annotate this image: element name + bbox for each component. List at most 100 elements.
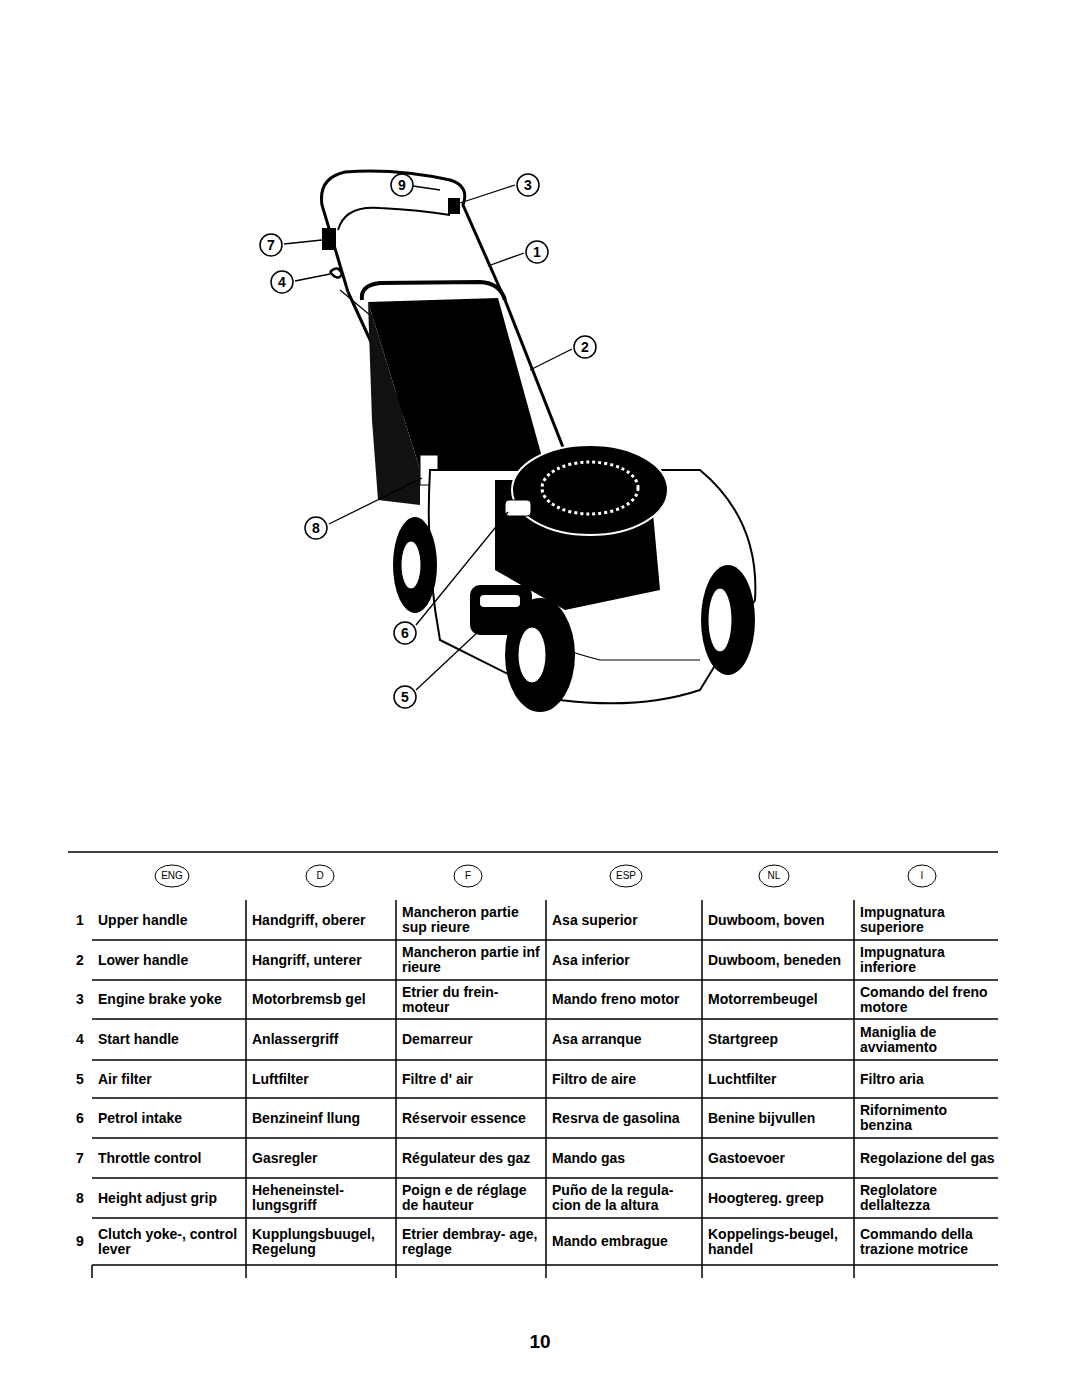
callout-number: 1 <box>526 241 548 263</box>
table-cell: Demarreur <box>402 1020 544 1059</box>
table-cell: Gasregler <box>252 1139 394 1177</box>
table-cell: Filtro de aire <box>552 1061 700 1097</box>
leader <box>416 630 480 690</box>
rear-hub <box>401 541 421 589</box>
grass-bag-side <box>368 302 420 505</box>
table-rule <box>68 851 998 853</box>
table-cell: Duwboom, beneden <box>708 941 852 979</box>
upper-handle <box>321 171 505 300</box>
leader <box>295 274 330 281</box>
label-text: 7 <box>267 238 275 252</box>
label-text: Impugnatura superiore <box>860 905 996 935</box>
table-rule <box>92 939 998 941</box>
label-text: Height adjust grip <box>98 1191 217 1206</box>
leader <box>413 186 440 190</box>
table-cell: Heheneinstel- lungsgriff <box>252 1179 394 1217</box>
label-text: 5 <box>76 1072 84 1087</box>
table-cell: Duwboom, boven <box>708 901 852 939</box>
label-text: 4 <box>278 275 286 289</box>
table-cell: Etrier du frein- moteur <box>402 981 544 1018</box>
leader-lines <box>284 185 572 690</box>
label-text: Impugnatura inferiore <box>860 945 996 975</box>
label-text: Poign e de réglage de hauteur <box>402 1183 544 1213</box>
language-oval <box>908 865 936 887</box>
label-text: 9 <box>398 178 406 192</box>
throttle-lever <box>322 228 336 250</box>
right-wheel <box>701 565 755 675</box>
table-cell: Resrva de gasolina <box>552 1099 700 1137</box>
label-text: D <box>316 871 323 881</box>
label-text: 7 <box>76 1151 84 1166</box>
table-cell: Reglolatore dellaltezza <box>860 1179 996 1217</box>
table-cell: Asa arranque <box>552 1020 700 1059</box>
callout-circle <box>526 241 548 263</box>
table-cell: Motorrembeugel <box>708 981 852 1018</box>
table-rule <box>92 1137 998 1139</box>
table-cell: Filtre d' air <box>402 1061 544 1097</box>
label-text: Duwboom, beneden <box>708 953 841 968</box>
table-cell: Benine bijvullen <box>708 1099 852 1137</box>
leader <box>488 253 524 266</box>
label-text: Mancheron partie inf rieure <box>402 945 544 975</box>
callout-number: 2 <box>574 336 596 358</box>
table-cell: Comando del freno motore <box>860 981 996 1018</box>
table-cell: Impugnatura inferiore <box>860 941 996 979</box>
callout-number: 6 <box>394 622 416 644</box>
label-text: Luftfilter <box>252 1072 309 1087</box>
label-text: 6 <box>401 626 409 640</box>
callout-circle <box>394 622 416 644</box>
label-text: Asa inferior <box>552 953 630 968</box>
label-text: 4 <box>76 1032 84 1047</box>
row-number: 7 <box>68 1139 92 1177</box>
table-cell: Anlassergriff <box>252 1020 394 1059</box>
table-cell: Etrier dembray- age, reglage <box>402 1219 544 1264</box>
callout-number: 4 <box>271 271 293 293</box>
label-text: Réservoir essence <box>402 1111 526 1126</box>
table-rule <box>92 1097 998 1099</box>
table-cell: Asa inferior <box>552 941 700 979</box>
engine-cover <box>512 445 668 535</box>
table-cell: Kupplungsbuugel, Regelung <box>252 1219 394 1264</box>
page-number: 10 <box>510 1328 570 1354</box>
label-text: Etrier du frein- moteur <box>402 985 544 1015</box>
table-rule <box>853 900 855 1278</box>
table-cell: Gastoevoer <box>708 1139 852 1177</box>
table-cell: Clutch yoke-, control lever <box>98 1219 244 1264</box>
row-number: 4 <box>68 1020 92 1059</box>
label-text: Duwboom, boven <box>708 913 825 928</box>
label-text: NL <box>768 871 781 881</box>
table-cell: Mancheron partie sup rieure <box>402 901 544 939</box>
label-text: Throttle control <box>98 1151 201 1166</box>
language-code: ESP <box>606 866 646 886</box>
label-text: Motorbremsb gel <box>252 992 366 1007</box>
table-cell: Luchtfilter <box>708 1061 852 1097</box>
label-text: Puño de la regula- cion de la altura <box>552 1183 700 1213</box>
cover-grille <box>542 462 638 514</box>
leader <box>329 478 422 524</box>
table-cell: Start handle <box>98 1020 244 1059</box>
row-number: 1 <box>68 901 92 939</box>
table-rule <box>92 1177 998 1179</box>
bag-frame <box>362 282 505 300</box>
label-text: Regolazione del gas <box>860 1151 995 1166</box>
language-code: NL <box>754 866 794 886</box>
label-text: Comando del freno motore <box>860 985 996 1015</box>
label-text: Gastoevoer <box>708 1151 785 1166</box>
table-cell: Poign e de réglage de hauteur <box>402 1179 544 1217</box>
row-number: 2 <box>68 941 92 979</box>
label-text: 5 <box>401 690 409 704</box>
right-hub <box>708 588 732 652</box>
language-code: ENG <box>152 866 192 886</box>
table-rule <box>701 900 703 1278</box>
callout-circle <box>394 686 416 708</box>
start-handle <box>330 268 342 277</box>
table-cell: Motorbremsb gel <box>252 981 394 1018</box>
label-text: 9 <box>76 1234 84 1249</box>
label-text: Régulateur des gaz <box>402 1151 530 1166</box>
label-text: 2 <box>581 340 589 354</box>
table-cell: Impugnatura superiore <box>860 901 996 939</box>
callout-number: 7 <box>260 234 282 256</box>
leader <box>530 349 572 370</box>
row-number: 6 <box>68 1099 92 1137</box>
